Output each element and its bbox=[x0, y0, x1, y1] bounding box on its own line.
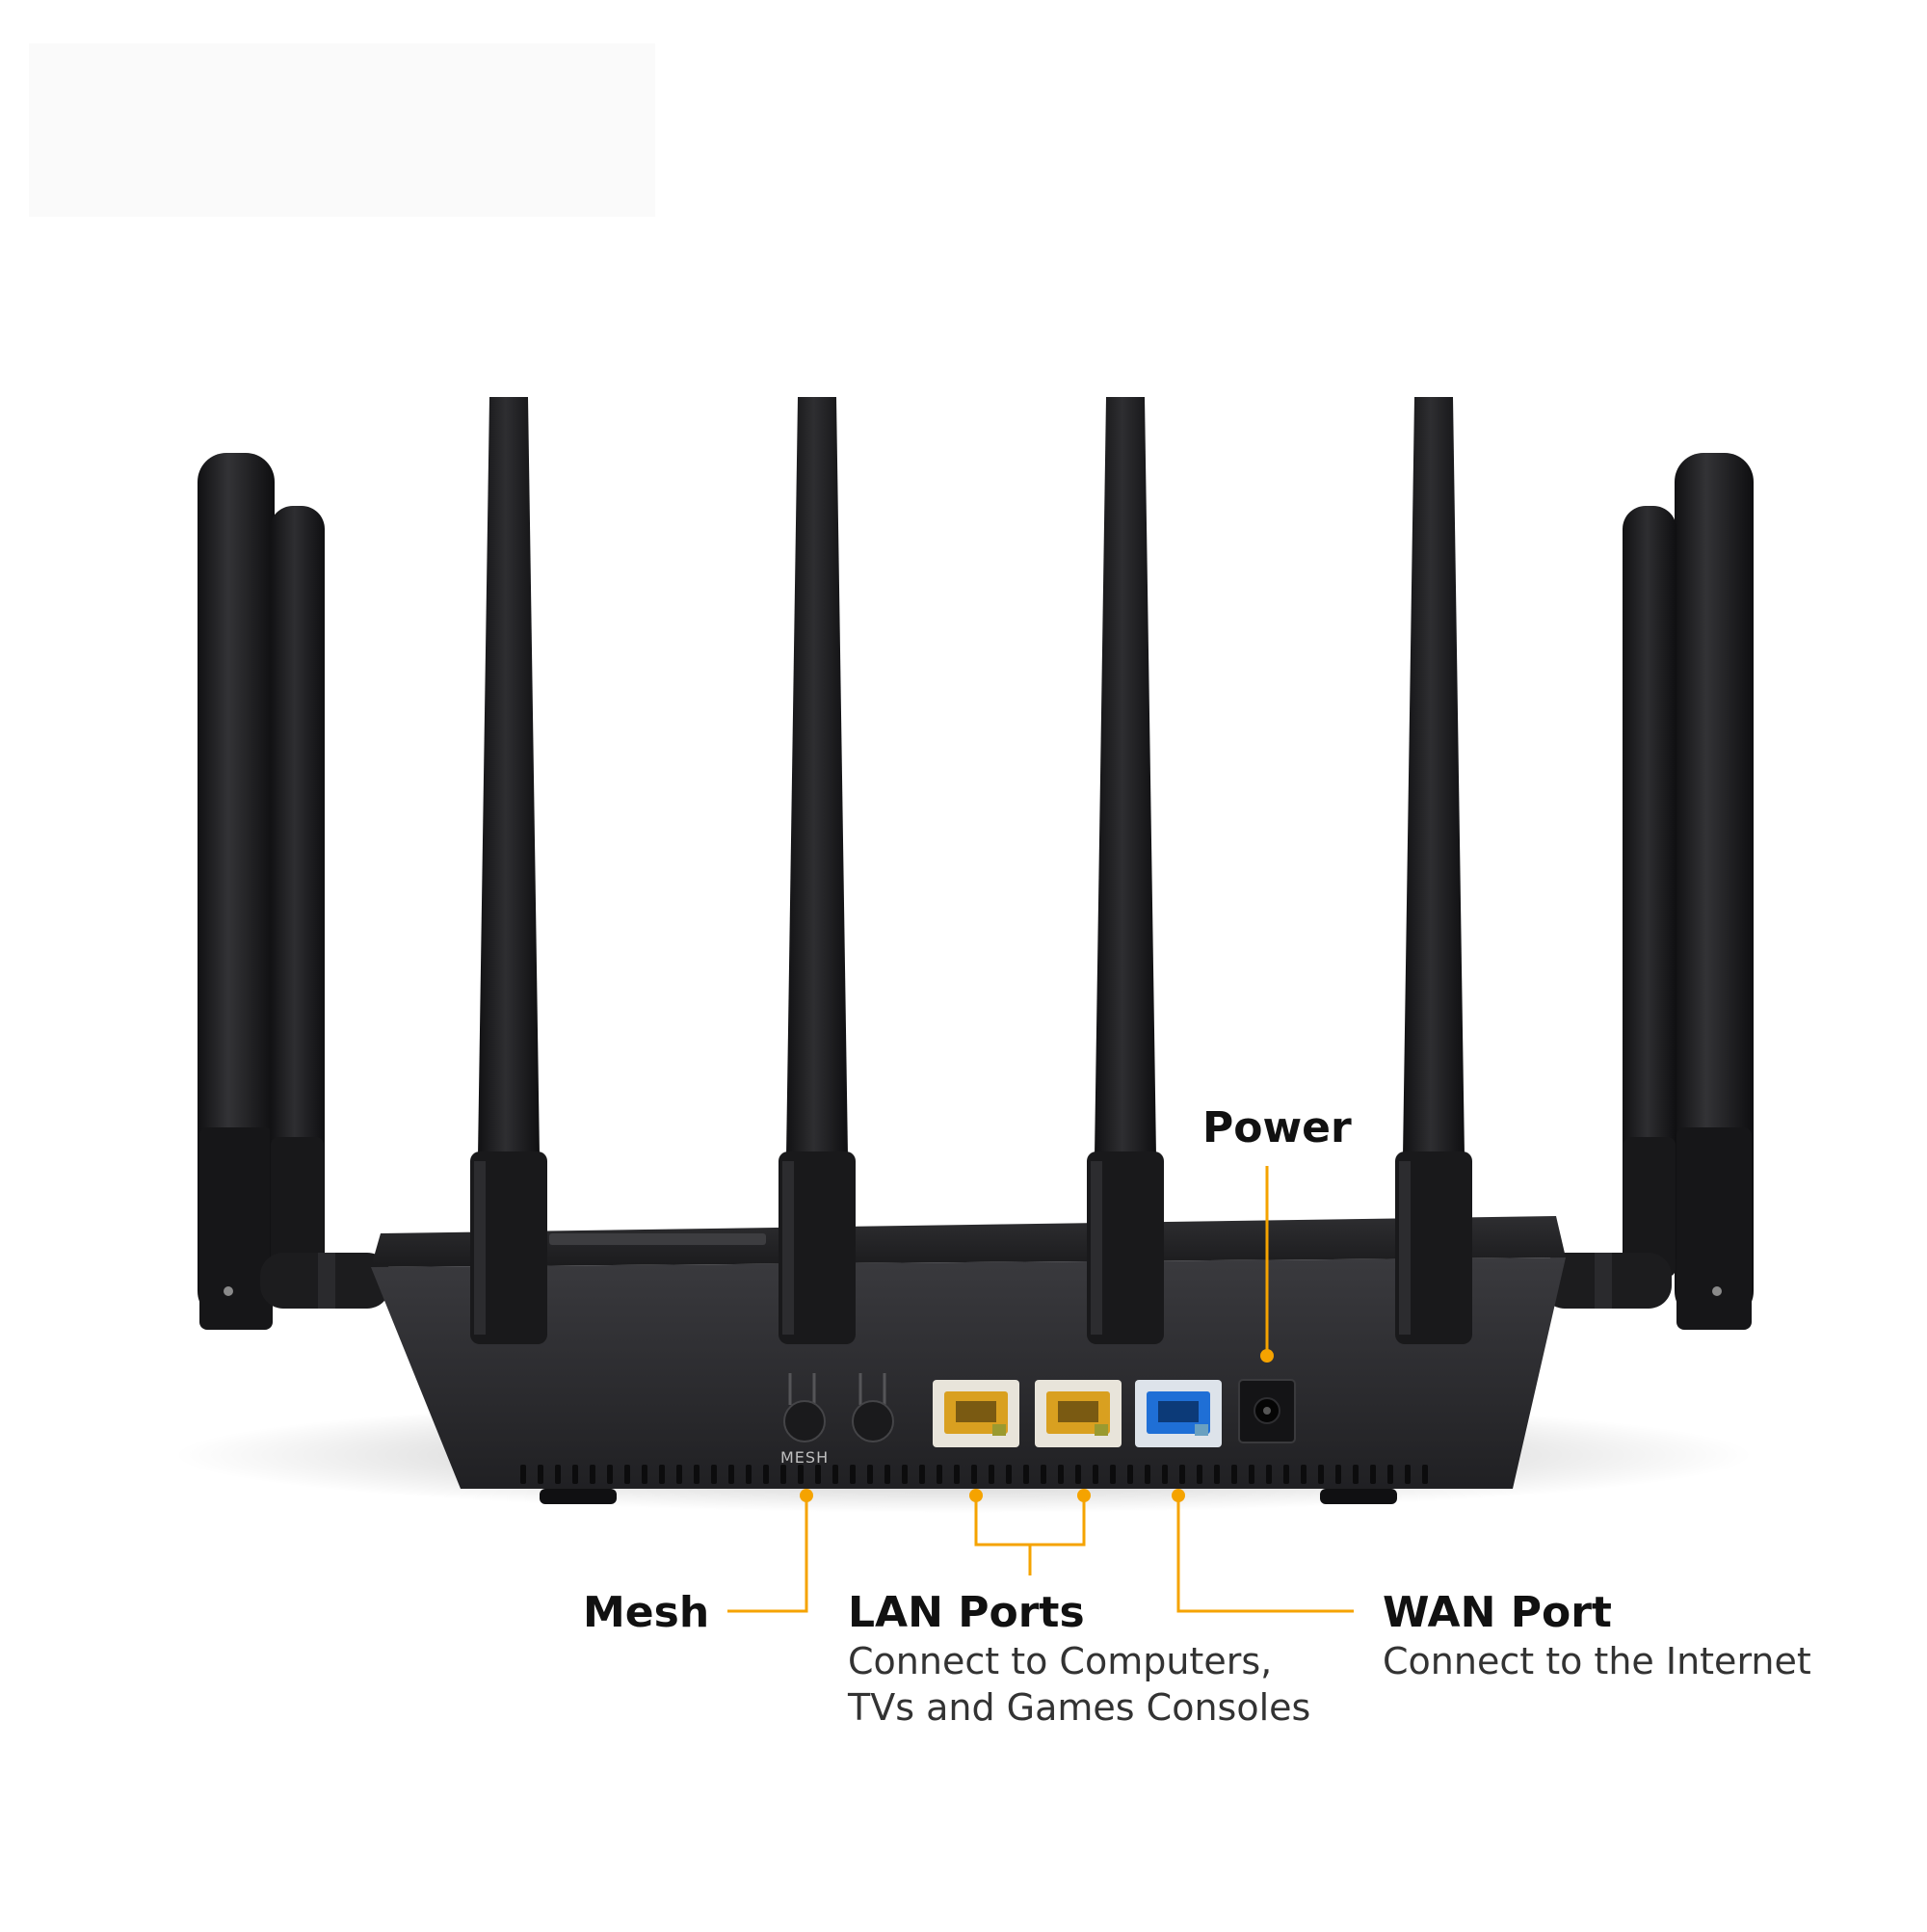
mesh-button[interactable]: MESH bbox=[780, 1373, 829, 1467]
vent-slots bbox=[520, 1465, 1428, 1484]
lan-port-2[interactable] bbox=[1035, 1380, 1122, 1447]
vent-slot bbox=[1318, 1465, 1324, 1484]
vent-slot bbox=[1093, 1465, 1098, 1484]
background-artifact bbox=[29, 43, 655, 217]
lan-dot-2 bbox=[1077, 1489, 1091, 1502]
vent-slot bbox=[590, 1465, 595, 1484]
vent-slot bbox=[1058, 1465, 1064, 1484]
power-dot bbox=[1260, 1349, 1274, 1363]
vent-slot bbox=[1006, 1465, 1012, 1484]
vent-slot bbox=[989, 1465, 994, 1484]
wan-port[interactable] bbox=[1135, 1380, 1222, 1447]
vent-slot bbox=[937, 1465, 942, 1484]
vent-slot bbox=[919, 1465, 925, 1484]
vent-slot bbox=[867, 1465, 873, 1484]
vent-slot bbox=[1422, 1465, 1428, 1484]
wan-dot bbox=[1172, 1489, 1185, 1502]
vent-slot bbox=[1041, 1465, 1046, 1484]
mesh-button-label: MESH bbox=[780, 1448, 829, 1467]
lan-description-line1: Connect to Computers, bbox=[848, 1640, 1272, 1682]
vent-slot bbox=[1179, 1465, 1185, 1484]
lan-port-1[interactable] bbox=[933, 1380, 1019, 1447]
antenna-top-3 bbox=[1087, 397, 1164, 1344]
vent-slot bbox=[971, 1465, 977, 1484]
vent-slot bbox=[1145, 1465, 1150, 1484]
antenna-left-hinge bbox=[260, 1253, 390, 1309]
mesh-dot bbox=[800, 1489, 813, 1502]
vent-slot bbox=[1127, 1465, 1133, 1484]
vent-slot bbox=[1405, 1465, 1411, 1484]
vent-slot bbox=[1023, 1465, 1029, 1484]
vent-slot bbox=[1249, 1465, 1254, 1484]
vent-slot bbox=[1301, 1465, 1307, 1484]
vent-slot bbox=[1110, 1465, 1116, 1484]
mesh-leader bbox=[727, 1495, 808, 1613]
vent-slot bbox=[815, 1465, 821, 1484]
vent-slot bbox=[1231, 1465, 1237, 1484]
mesh-label: Mesh bbox=[583, 1588, 709, 1637]
wan-label: WAN Port bbox=[1383, 1588, 1612, 1637]
vent-slot bbox=[1162, 1465, 1168, 1484]
lan-description-line2: TVs and Games Consoles bbox=[847, 1686, 1310, 1729]
reset-button[interactable] bbox=[852, 1373, 894, 1442]
antenna-top-2 bbox=[779, 397, 856, 1344]
vent-slot bbox=[572, 1465, 578, 1484]
vent-slot bbox=[902, 1465, 908, 1484]
antenna-left-outer bbox=[198, 453, 275, 1330]
callout-lines bbox=[727, 1166, 1354, 1613]
power-port[interactable] bbox=[1238, 1379, 1296, 1443]
vent-slot bbox=[728, 1465, 734, 1484]
vent-slot bbox=[642, 1465, 647, 1484]
vent-slot bbox=[1214, 1465, 1220, 1484]
vent-slot bbox=[1335, 1465, 1341, 1484]
antenna-top-1 bbox=[470, 397, 547, 1344]
vent-slot bbox=[884, 1465, 890, 1484]
router-foot-right bbox=[1320, 1489, 1397, 1504]
vent-slot bbox=[1197, 1465, 1202, 1484]
antenna-left-inner bbox=[270, 506, 325, 1277]
vent-slot bbox=[711, 1465, 717, 1484]
vent-slot bbox=[1353, 1465, 1359, 1484]
vent-slot bbox=[763, 1465, 769, 1484]
vent-slot bbox=[538, 1465, 543, 1484]
vent-slot bbox=[676, 1465, 682, 1484]
router-foot-left bbox=[540, 1489, 617, 1504]
vent-slot bbox=[520, 1465, 526, 1484]
vent-slot bbox=[1370, 1465, 1376, 1484]
vent-slot bbox=[607, 1465, 613, 1484]
antenna-right-hinge bbox=[1542, 1253, 1672, 1309]
vent-slot bbox=[798, 1465, 804, 1484]
wan-leader bbox=[1176, 1495, 1354, 1613]
wan-description-line1: Connect to the Internet bbox=[1383, 1640, 1811, 1682]
router-body bbox=[371, 1216, 1566, 1504]
vent-slot bbox=[1075, 1465, 1081, 1484]
vent-slot bbox=[694, 1465, 700, 1484]
vent-slot bbox=[832, 1465, 838, 1484]
antenna-right-outer bbox=[1675, 453, 1754, 1330]
vent-slot bbox=[555, 1465, 561, 1484]
vent-slot bbox=[624, 1465, 630, 1484]
antenna-right-inner bbox=[1623, 506, 1676, 1277]
callout-dots bbox=[800, 1349, 1274, 1502]
antenna-top-4 bbox=[1395, 397, 1472, 1344]
vent-slot bbox=[746, 1465, 752, 1484]
lan-label: LAN Ports bbox=[848, 1588, 1085, 1637]
vent-slot bbox=[659, 1465, 665, 1484]
vent-slot bbox=[1283, 1465, 1289, 1484]
vent-slot bbox=[780, 1465, 786, 1484]
vent-slot bbox=[850, 1465, 856, 1484]
power-label: Power bbox=[1202, 1103, 1352, 1152]
vent-slot bbox=[1387, 1465, 1393, 1484]
vent-slot bbox=[1266, 1465, 1272, 1484]
vent-slot bbox=[954, 1465, 960, 1484]
lan-dot-1 bbox=[969, 1489, 983, 1502]
